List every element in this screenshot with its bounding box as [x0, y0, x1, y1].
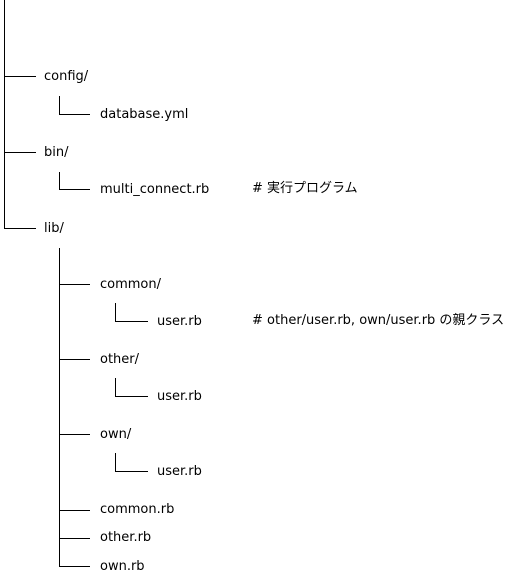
folder-common: common/: [100, 277, 162, 292]
file-own-user-rb: user.rb: [157, 464, 202, 479]
file-common-user-rb: user.rb: [157, 314, 202, 329]
folder-bin: bin/: [44, 145, 69, 160]
file-other-user-rb: user.rb: [157, 389, 202, 404]
file-multi-connect-rb: multi_connect.rb: [100, 182, 210, 197]
comment-common-user-rb: # other/user.rb, own/user.rb の親クラス: [252, 313, 505, 328]
comment-multi-connect-rb: # 実行プログラム: [252, 181, 358, 196]
file-database-yml: database.yml: [100, 107, 189, 122]
folder-lib: lib/: [44, 221, 64, 236]
folder-config: config/: [44, 69, 89, 84]
file-own-rb: own.rb: [100, 559, 145, 574]
file-common-rb: common.rb: [100, 502, 175, 517]
folder-own: own/: [100, 427, 132, 442]
file-other-rb: other.rb: [100, 530, 152, 545]
folder-other: other/: [100, 352, 140, 367]
